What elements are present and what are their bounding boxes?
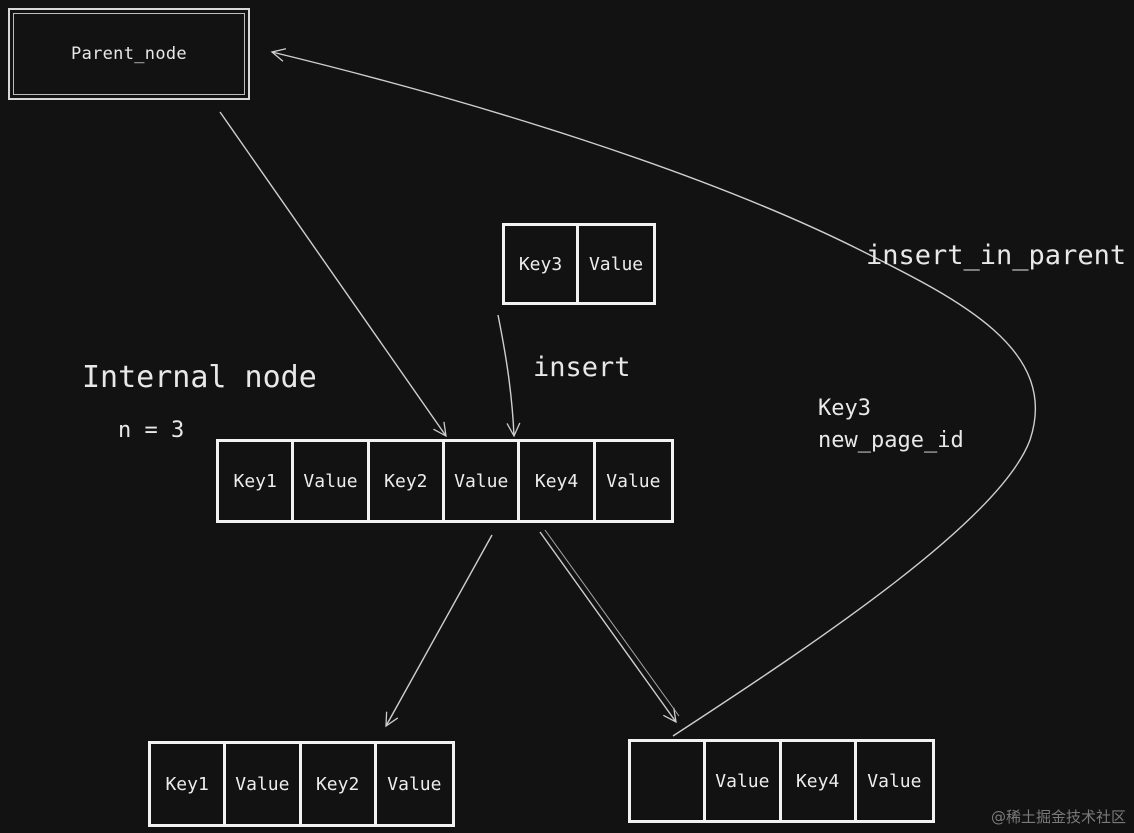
node-cell: Key3 — [505, 226, 580, 302]
node-cell: Value — [706, 742, 782, 820]
node-cell: Key2 — [302, 744, 377, 824]
node-cell: Value — [867, 770, 922, 792]
node-cell: Value — [294, 442, 370, 520]
arrow-internal-to-left-child — [385, 534, 493, 728]
arrow-internal-to-right-child — [539, 531, 677, 724]
node-cell: Key2 — [370, 442, 446, 520]
right-child-node: Value Key4 Value — [628, 739, 935, 823]
watermark: @稀土掘金技术社区 — [990, 808, 1126, 826]
arrow-insert — [497, 314, 521, 438]
node-cell: Value — [387, 773, 442, 795]
arrow-parent-to-internal — [219, 111, 447, 438]
insert-in-parent-label: insert_in_parent — [866, 240, 1127, 271]
node-cell: Key4 — [782, 742, 857, 820]
node-cell: Key4 — [520, 442, 596, 520]
arrow-internal-to-right-child-shadow — [544, 529, 680, 717]
node-cell-empty — [631, 742, 707, 820]
new-key-node: Key3 Value — [502, 223, 656, 305]
node-cell: Value — [606, 470, 661, 492]
left-child-node: Key1 Value Key2 Value — [148, 741, 455, 827]
promoted-page-label: new_page_id — [818, 428, 964, 453]
arrow-insert-in-parent — [270, 48, 1037, 737]
insert-label: insert — [533, 352, 631, 383]
node-cell: Value — [445, 442, 521, 520]
node-cell: Value — [226, 744, 302, 824]
node-cell: Key1 — [151, 744, 227, 824]
internal-node-title: Internal node — [82, 360, 317, 395]
internal-node: Key1 Value Key2 Value Key4 Value — [216, 439, 674, 523]
promoted-key-label: Key3 — [818, 396, 871, 421]
parent-node: Parent_node — [8, 8, 250, 100]
node-cell: Key1 — [219, 442, 295, 520]
node-cell: Value — [588, 253, 644, 275]
parent-node-label: Parent_node — [71, 44, 187, 64]
internal-node-param: n = 3 — [118, 418, 185, 443]
